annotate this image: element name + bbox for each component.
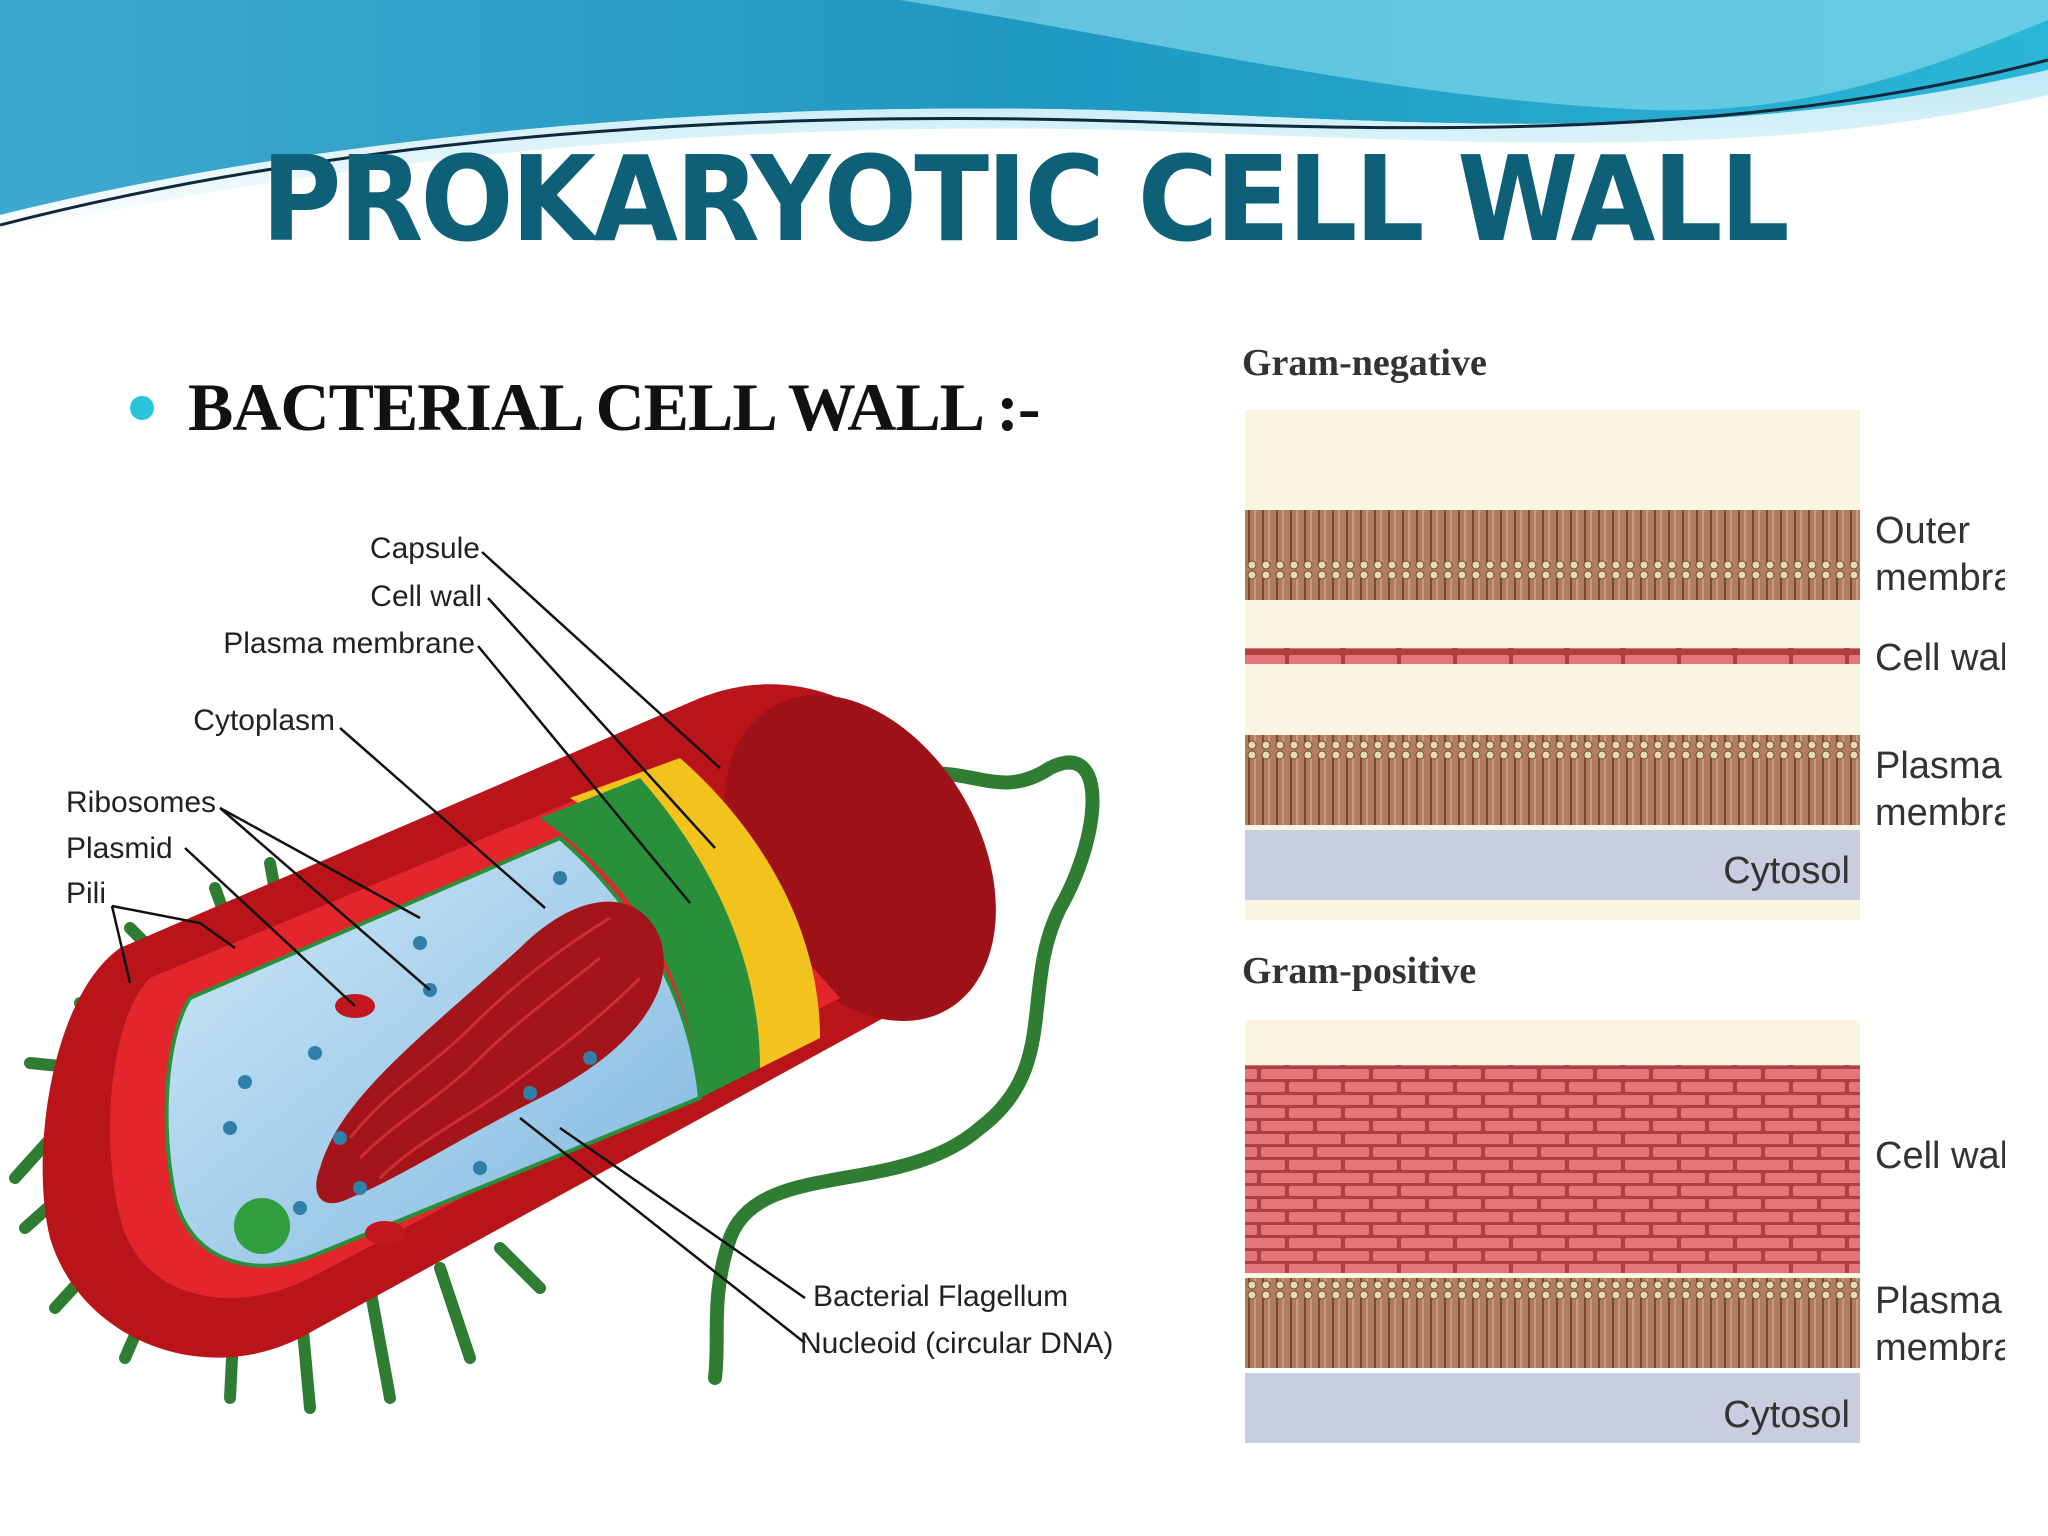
- inclusion-body: [234, 1198, 290, 1254]
- thin-cell-wall-layer: [1245, 648, 1860, 664]
- gram-negative-plasma-membrane-layer: [1245, 735, 1860, 825]
- slide-title: PROKARYOTIC CELL WALL: [261, 130, 1790, 268]
- label-flagellum: Bacterial Flagellum: [813, 1280, 1068, 1313]
- bullet-item: BACTERIAL CELL WALL :-: [130, 368, 1041, 447]
- bullet-text: BACTERIAL CELL WALL :-: [188, 369, 1041, 445]
- thick-cell-wall-layer: [1245, 1065, 1860, 1273]
- gram-negative-outer-label-1: Outer: [1875, 510, 1970, 552]
- gram-negative-heading: Gram-negative: [1242, 342, 1487, 384]
- gram-positive-cytosol: [1245, 1373, 1860, 1443]
- label-pili: Pili: [66, 877, 106, 910]
- gram-positive-cell-wall-label: Cell wall: [1875, 1135, 2005, 1177]
- label-plasmid: Plasmid: [66, 832, 173, 865]
- label-capsule: Capsule: [370, 532, 480, 565]
- bullet-icon: [130, 395, 154, 420]
- plasma-membrane-layer: [540, 778, 760, 1098]
- header-wave-decoration: [0, 0, 2048, 235]
- gram-negative-outer-label-2: membrane: [1875, 557, 2005, 599]
- gram-positive-cytosol-label: Cytosol: [1723, 1394, 1850, 1436]
- label-plasma-membrane: Plasma membrane: [223, 627, 475, 660]
- gram-negative-cell-wall-label: Cell wall: [1875, 637, 2005, 679]
- gram-negative-cytosol-label: Cytosol: [1723, 850, 1850, 892]
- label-cell-wall: Cell wall: [370, 580, 482, 613]
- gram-positive-pm-label-1: Plasma: [1875, 1280, 2003, 1322]
- outer-membrane-layer: [1245, 510, 1860, 600]
- flagellum: [708, 755, 1100, 1385]
- gram-negative-pm-label-1: Plasma: [1875, 745, 2003, 787]
- gram-negative-cytosol: [1245, 830, 1860, 900]
- gram-positive-plasma-membrane-layer: [1245, 1278, 1860, 1368]
- gram-wall-diagram: Gram-negative Outer membrane Cell wall P…: [1225, 342, 2005, 1460]
- gram-negative-pm-label-2: membrane: [1875, 792, 2005, 834]
- plasmid-2: [365, 1221, 405, 1245]
- gram-positive-heading: Gram-positive: [1242, 950, 1476, 992]
- label-nucleoid: Nucleoid (circular DNA): [800, 1327, 1113, 1360]
- bacterial-cell-diagram: Capsule Cell wall Plasma membrane Cytopl…: [9, 532, 1113, 1414]
- label-cytoplasm: Cytoplasm: [193, 704, 335, 737]
- gram-positive-pm-label-2: membrane: [1875, 1327, 2005, 1369]
- label-ribosomes: Ribosomes: [66, 786, 216, 819]
- gram-positive-panel: Gram-positive Cell wall Plasma membrane …: [1225, 920, 2005, 1460]
